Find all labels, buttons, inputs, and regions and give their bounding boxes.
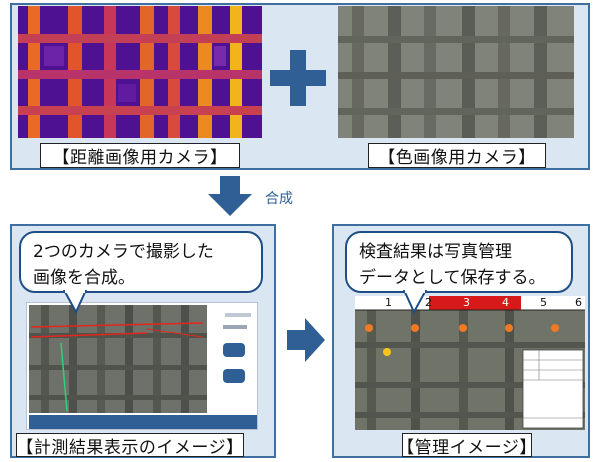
scale-number-5: 5: [540, 296, 547, 309]
depth-camera-image: [18, 6, 262, 138]
management-bubble-line2: データとして保存する。: [359, 268, 546, 288]
scale-number-4: 4: [502, 296, 509, 309]
measurement-bubble-line2: 画像を合成。: [33, 268, 135, 288]
scale-number-3: 3: [463, 296, 470, 309]
measurement-result-image: [26, 302, 258, 430]
management-label: 【管理イメージ】: [397, 433, 536, 458]
color-camera-label: 【色画像用カメラ】: [368, 143, 546, 168]
management-bubble-tail: [400, 290, 440, 314]
right-arrow: [287, 318, 325, 362]
measurement-label: 【計測結果表示のイメージ】: [16, 433, 244, 458]
plus-icon: [266, 46, 330, 110]
scale-number-1: 1: [385, 296, 392, 309]
measurement-speech-bubble: 2つのカメラで撮影した 画像を合成。: [19, 231, 263, 293]
measurement-bubble-line1: 2つのカメラで撮影した: [33, 242, 214, 262]
scale-number-6: 6: [575, 296, 582, 309]
merge-label: 合成: [265, 191, 293, 207]
color-camera-image: [338, 6, 574, 138]
merge-down-arrow: [208, 176, 252, 216]
scale-number-2: 2: [425, 296, 432, 309]
management-image: [355, 296, 585, 430]
depth-camera-label: 【距離画像用カメラ】: [40, 143, 240, 168]
management-speech-bubble: 検査結果は写真管理 データとして保存する。: [345, 231, 573, 293]
management-bubble-line1: 検査結果は写真管理: [359, 242, 512, 262]
measurement-bubble-tail: [60, 290, 100, 314]
